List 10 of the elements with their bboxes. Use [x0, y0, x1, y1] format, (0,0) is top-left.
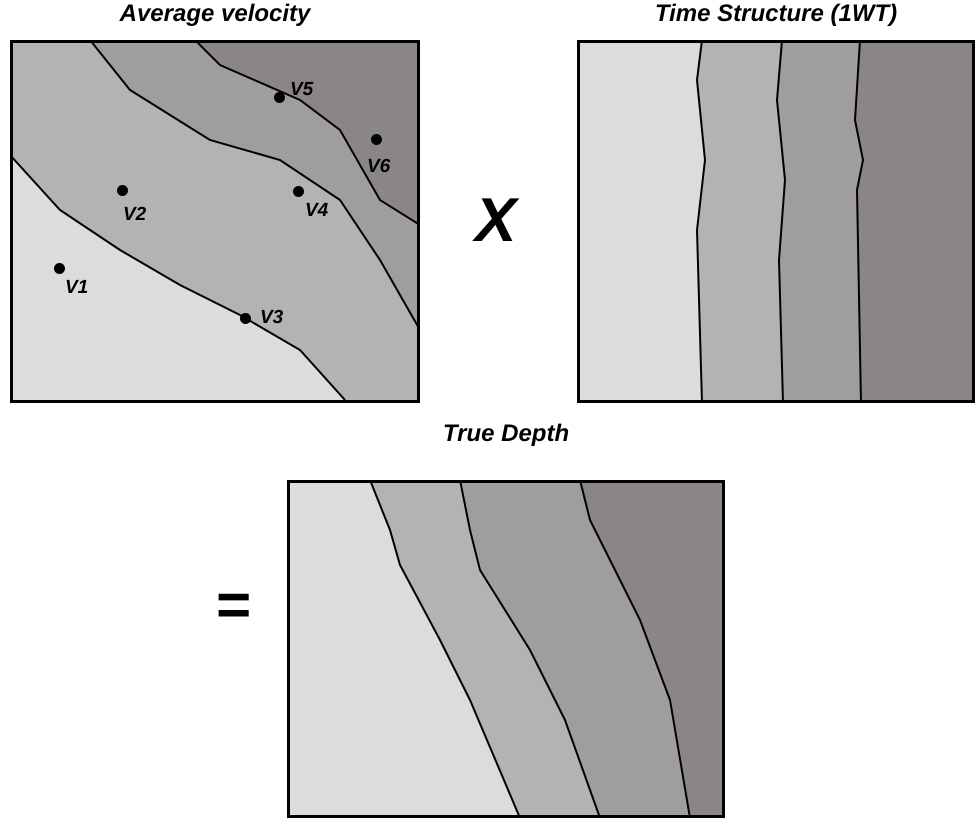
operator-sign: = [215, 575, 250, 635]
point-label: V6 [367, 157, 390, 177]
point-label: V2 [123, 205, 146, 225]
point-label: V5 [290, 80, 314, 100]
panel-title: True Depth [442, 420, 570, 448]
panel-title: Average velocity [120, 0, 310, 28]
panel-title: Time Structure (1WT) [654, 0, 898, 28]
point-label: V1 [65, 278, 88, 298]
point-label: V4 [305, 201, 328, 221]
point-label: V3 [260, 308, 284, 328]
